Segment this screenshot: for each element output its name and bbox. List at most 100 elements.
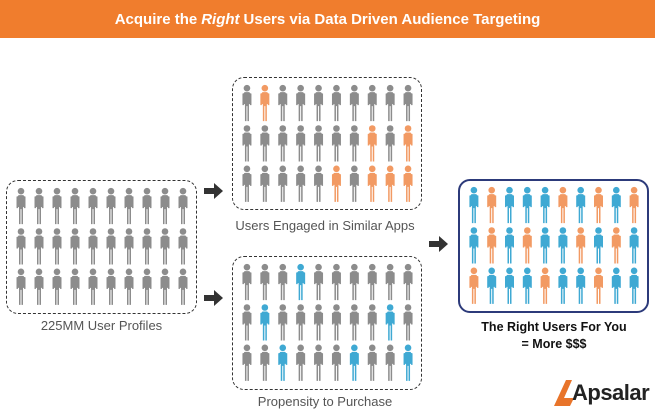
person-icon [558, 186, 568, 224]
person-icon [296, 344, 306, 381]
person-icon [278, 84, 288, 122]
person-icon [331, 263, 341, 301]
person-icon [106, 187, 116, 225]
right-users-label-line1: The Right Users For You [481, 320, 627, 334]
person-icon [70, 268, 80, 305]
person-icon [349, 125, 359, 162]
person-icon [349, 304, 359, 341]
person-icon [106, 228, 116, 265]
person-icon [558, 267, 568, 304]
person-icon [88, 187, 98, 225]
person-icon [469, 227, 479, 264]
person-icon [403, 165, 413, 202]
person-icon [278, 263, 288, 301]
person-icon [242, 165, 252, 202]
person-icon [367, 165, 377, 202]
person-icon [314, 263, 324, 301]
person-icon [124, 228, 134, 265]
person-icon [385, 304, 395, 341]
title-suffix: Users via Data Driven Audience Targeting [243, 10, 541, 28]
person-icon [242, 263, 252, 301]
person-icon [505, 227, 514, 264]
person-icon [160, 228, 170, 265]
person-icon [469, 267, 479, 304]
apsalar-logo-text: Apsalar [572, 380, 650, 405]
person-icon [594, 227, 603, 264]
purchase-label: Propensity to Purchase [257, 394, 393, 409]
person-icon [611, 227, 621, 264]
person-icon [242, 84, 252, 122]
person-icon [160, 268, 170, 305]
person-icon [124, 268, 134, 305]
people-grid-svg [242, 263, 413, 381]
person-icon [278, 125, 288, 162]
person-icon [178, 268, 188, 305]
person-icon [260, 165, 270, 202]
person-icon [505, 267, 514, 304]
people-grid-svg [469, 186, 639, 304]
person-icon [16, 268, 26, 305]
person-icon [34, 228, 44, 265]
person-icon [558, 227, 568, 264]
person-icon [349, 344, 359, 381]
person-icon [576, 227, 586, 264]
person-icon [594, 267, 603, 304]
person-icon [331, 165, 341, 202]
person-icon [260, 304, 270, 341]
person-icon [367, 304, 377, 341]
person-icon [314, 84, 324, 122]
title-prefix: Acquire the [114, 10, 198, 28]
person-icon [331, 344, 341, 381]
right-users-box [458, 179, 649, 313]
person-icon [314, 304, 324, 341]
person-icon [52, 187, 62, 225]
person-icon [178, 228, 188, 265]
person-icon [331, 304, 341, 341]
people-grid-svg [242, 84, 413, 202]
arrow-to-purchase-icon [204, 290, 223, 306]
person-icon [142, 228, 152, 265]
person-icon [540, 186, 550, 224]
person-icon [331, 84, 341, 122]
person-icon [88, 268, 98, 305]
person-icon [314, 165, 324, 202]
person-icon [142, 187, 152, 225]
person-icon [385, 344, 395, 381]
purchase-grid [238, 262, 417, 383]
similar-apps-label: Users Engaged in Similar Apps [235, 218, 415, 233]
person-icon [469, 186, 479, 224]
person-icon [34, 187, 44, 225]
person-icon [403, 304, 413, 341]
person-icon [160, 187, 170, 225]
all-users-label: 225MM User Profiles [40, 318, 163, 333]
person-icon [331, 125, 341, 162]
person-icon [576, 186, 586, 224]
person-icon [594, 186, 603, 224]
person-icon [296, 165, 306, 202]
person-icon [124, 187, 134, 225]
title-banner: Acquire the Right Users via Data Driven … [0, 0, 655, 38]
person-icon [314, 125, 324, 162]
person-icon [260, 344, 270, 381]
person-icon [260, 125, 270, 162]
person-icon [242, 304, 252, 341]
person-icon [349, 165, 359, 202]
person-icon [611, 186, 621, 224]
person-icon [296, 84, 306, 122]
person-icon [540, 267, 550, 304]
person-icon [576, 267, 586, 304]
person-icon [487, 186, 497, 224]
similar-apps-box [232, 77, 422, 210]
person-icon [367, 84, 377, 122]
right-users-grid [465, 185, 643, 306]
arrow-to-similar-icon [204, 183, 223, 199]
person-icon [242, 344, 252, 381]
right-users-label-line2: = More $$$ [521, 337, 587, 351]
person-icon [522, 267, 532, 304]
person-icon [385, 84, 395, 122]
person-icon [296, 125, 306, 162]
person-icon [522, 186, 532, 224]
person-icon [52, 268, 62, 305]
person-icon [106, 268, 116, 305]
all-users-grid [12, 186, 192, 307]
